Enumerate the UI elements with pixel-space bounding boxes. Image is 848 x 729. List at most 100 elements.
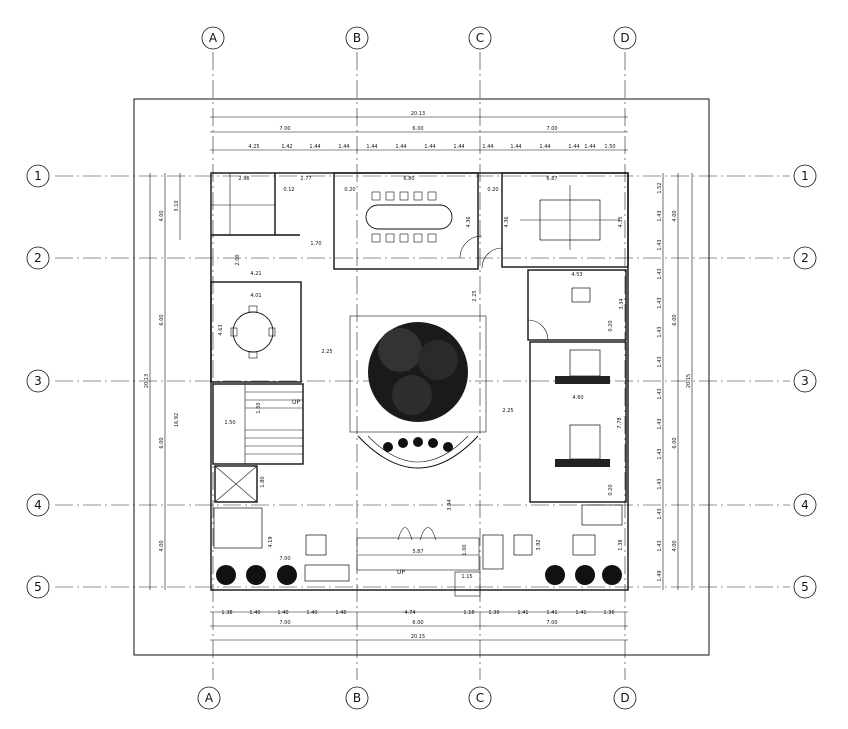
grid-bubbles-right: 1 2 3 4 5 <box>793 164 817 599</box>
grid-label-1-left: 1 <box>34 169 42 183</box>
grid-label-b-bottom: B <box>353 691 361 705</box>
dim-left-sub: 16.92 <box>174 413 180 427</box>
dim-left-span-34: 6.00 <box>159 437 165 448</box>
dim-bottom-seg: 1.39 <box>488 610 499 616</box>
dim-open-w: 4.60 <box>572 395 583 401</box>
shrub-row-left <box>216 565 297 585</box>
dim-bottom-seg: 1.41 <box>517 610 528 616</box>
dim-top-seg: 1.44 <box>539 144 550 150</box>
dim-right-seg: 1.52 <box>657 182 663 193</box>
dim-lobby-h: 4.19 <box>268 536 274 547</box>
dim-lounge-h: 3.92 <box>536 539 542 550</box>
sheet-border <box>133 98 710 656</box>
stair-up-label: UP <box>292 399 300 406</box>
grid-label-2-right: 2 <box>801 251 809 265</box>
dim-lobby-w: 7.00 <box>279 556 290 562</box>
dim-left-span-23: 6.00 <box>159 314 165 325</box>
grid-label-a-top: A <box>209 31 218 45</box>
dim-lounge-b: 1.38 <box>618 539 624 550</box>
dim-step-h: 1.00 <box>462 544 468 555</box>
dim-meeting-w: 4.01 <box>250 293 261 299</box>
dim-wall-a: 0.20 <box>344 187 355 193</box>
tree-icon <box>368 322 468 422</box>
dim-right-seg: 1.43 <box>657 268 663 279</box>
dim-court-gap-r: 2.25 <box>502 408 513 414</box>
dim-bottom-span-bc: 6.00 <box>412 620 423 626</box>
dim-bottom-seg: 1.46 <box>335 610 346 616</box>
dim-top-seg: 1.50 <box>604 144 615 150</box>
dim-open-h: 7.78 <box>617 417 623 428</box>
dim-right-overall: 20.15 <box>686 374 692 388</box>
dim-step-w: 5.87 <box>412 549 423 555</box>
dim-bottom-overall: 20.15 <box>411 634 425 640</box>
dim-right-seg: 1.43 <box>657 540 663 551</box>
lobby-furniture <box>213 504 623 582</box>
dim-right-seg: 1.49 <box>657 570 663 581</box>
dim-right-seg: 1.43 <box>657 388 663 399</box>
dim-open-wall: 0.20 <box>608 484 614 495</box>
walls <box>210 172 629 597</box>
dim-left-span-45: 4.00 <box>159 540 165 551</box>
grid-bubbles-bottom: A B C D <box>197 686 637 710</box>
dimension-lines <box>149 116 693 641</box>
grid-bubbles-left: 1 2 3 4 5 <box>26 164 50 599</box>
dim-top-seg: 1.44 <box>510 144 521 150</box>
dim-bottom-seg: 1.38 <box>221 610 232 616</box>
dim-lift: 1.80 <box>260 476 266 487</box>
dim-right-seg: 1.43 <box>657 508 663 519</box>
dim-right-seg: 1.43 <box>657 210 663 221</box>
dim-top-seg: 1.44 <box>482 144 493 150</box>
grid-bubbles-top: A B C D <box>201 26 637 50</box>
grid-label-1-right: 1 <box>801 169 809 183</box>
dim-bottom-span-cd: 7.00 <box>546 620 557 626</box>
dims-right: 20.15 4.00 6.00 6.00 4.00 1.52 1.43 1.43… <box>657 182 692 581</box>
grid-label-2-left: 2 <box>34 251 42 265</box>
dim-office-h: 4.36 <box>504 216 510 227</box>
dim-top-seg: 1.44 <box>424 144 435 150</box>
dim-bottom-seg: 1.40 <box>306 610 317 616</box>
dim-pantry-h: 2.00 <box>235 254 241 265</box>
dim-right-seg: 1.43 <box>657 239 663 250</box>
dims-left: 20.13 16.92 4.00 6.00 6.00 4.00 3.10 <box>144 200 180 551</box>
dim-right-span-23: 6.00 <box>672 314 678 325</box>
doors <box>397 235 549 541</box>
dim-left-small: 3.10 <box>174 200 180 211</box>
dim-wall-b: 0.20 <box>487 187 498 193</box>
round-table <box>230 305 276 359</box>
dim-right-seg: 1.43 <box>657 297 663 308</box>
dim-top-seg: 1.44 <box>338 144 349 150</box>
stair-treads <box>245 391 303 455</box>
dim-top-seg: 1.44 <box>453 144 464 150</box>
interior-dims: 2.96 2.77 0.12 0.20 6.80 0.20 6.87 4.36 … <box>218 176 625 580</box>
dim-right-seg: 1.43 <box>657 418 663 429</box>
entry-up-label: UP <box>397 569 405 576</box>
dim-meeting-h: 4.63 <box>218 324 224 335</box>
dim-right-span-45: 4.00 <box>672 540 678 551</box>
dim-stair-h: 1.50 <box>256 402 262 413</box>
dim-pass: 1.70 <box>310 241 321 247</box>
dim-office-w: 6.87 <box>546 176 557 182</box>
dim-pantry-w: 4.21 <box>250 271 261 277</box>
conference-table <box>365 191 453 243</box>
dim-right-seg: 1.43 <box>657 448 663 459</box>
dim-right-span-34: 6.00 <box>672 437 678 448</box>
planter-arc <box>357 435 479 469</box>
dim-right-seg: 1.43 <box>657 478 663 489</box>
shrub-row-right <box>545 565 622 585</box>
dim-bottom-seg: 1.40 <box>249 610 260 616</box>
dim-top-seg: 1.44 <box>309 144 320 150</box>
dim-bottom-seg: 1.40 <box>277 610 288 616</box>
grid-label-4-left: 4 <box>34 498 42 512</box>
dim-mgr-w: 4.53 <box>571 272 582 278</box>
dims-bottom: 1.38 1.40 1.40 1.40 1.46 4.74 1.18 1.39 … <box>221 610 614 640</box>
dim-right-span-12: 4.00 <box>672 210 678 221</box>
dim-wc-c: 0.12 <box>283 187 294 193</box>
dim-top-seg: 1.42 <box>281 144 292 150</box>
dim-bottom-seg: 1.18 <box>463 610 474 616</box>
dim-bottom-seg: 1.36 <box>603 610 614 616</box>
grid-label-4-right: 4 <box>801 498 809 512</box>
dim-wc-b: 2.77 <box>300 176 311 182</box>
dim-bottom-seg: 1.41 <box>575 610 586 616</box>
dim-top-seg: 1.44 <box>395 144 406 150</box>
dim-office-h2: 4.35 <box>618 216 624 227</box>
